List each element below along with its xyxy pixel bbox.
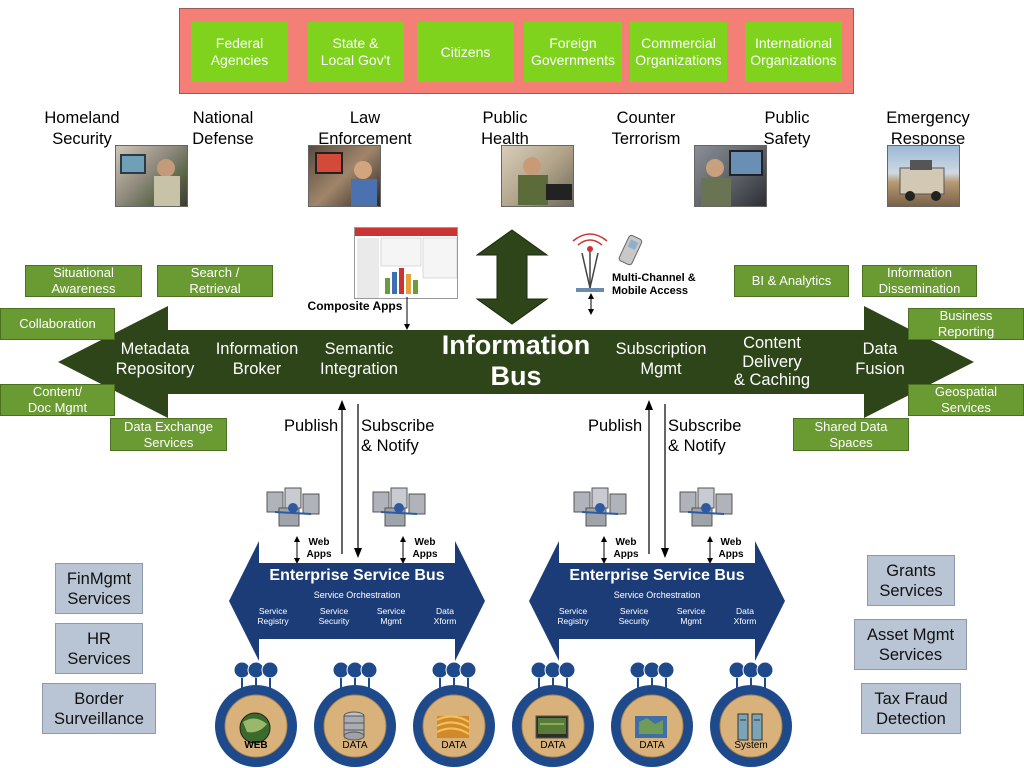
stakeholder-state-local-gov: State & Local Gov't xyxy=(307,22,404,82)
web-apps-connector xyxy=(601,536,607,564)
bus-semantic-integration: Semantic Integration xyxy=(320,340,398,378)
mission-public-safety: Public Safety xyxy=(763,109,811,148)
esb-title-left: Enterprise Service Bus xyxy=(269,567,445,584)
public-health-photo xyxy=(501,145,574,207)
web-apps-connector xyxy=(400,536,406,564)
web-apps-label: Web Apps xyxy=(613,537,639,560)
data-node xyxy=(611,661,693,767)
mission-counter-terrorism: Counter Terrorism xyxy=(611,109,681,148)
enterprise-service-bus-right xyxy=(529,541,785,661)
data-node-label: DATA xyxy=(342,740,368,751)
esb-service-mgmt-left: Service Mgmt xyxy=(376,606,406,626)
system-node-label: System xyxy=(734,740,768,751)
service-bi-analytics: BI & Analytics xyxy=(734,265,849,297)
web-apps-connector xyxy=(707,536,713,564)
service-content-doc-mgmt: Content/ Doc Mgmt xyxy=(0,384,115,416)
service-situational-awareness: Situational Awareness xyxy=(25,265,142,297)
publish-label-right: Publish xyxy=(588,417,643,435)
esb-data-xform-left: Data Xform xyxy=(433,606,457,626)
esb-orchestration-left: Service Orchestration xyxy=(313,590,401,600)
multichannel-icons xyxy=(572,233,643,315)
hr-services-box: HR Services xyxy=(55,623,143,674)
composite-apps-label: Composite Apps xyxy=(307,299,403,313)
data-node xyxy=(512,661,594,767)
stakeholder-foreign-governments: Foreign Governments xyxy=(524,22,622,82)
stakeholder-banner: Federal Agencies State & Local Gov't Cit… xyxy=(179,8,854,94)
subscribe-label-right: Subscribe & Notify xyxy=(668,417,742,455)
server-cluster-icon xyxy=(679,487,733,527)
service-business-reporting: Business Reporting xyxy=(908,308,1024,340)
esb-service-registry-right: Service Registry xyxy=(557,606,589,626)
pubsub-arrows-right xyxy=(645,400,669,558)
bus-information-broker: Information Broker xyxy=(215,340,299,378)
finmgmt-services-box: FinMgmt Services xyxy=(55,563,143,614)
tax-fraud-detection-box: Tax Fraud Detection xyxy=(861,683,961,734)
esb-service-security-left: Service Security xyxy=(318,606,350,626)
service-collaboration: Collaboration xyxy=(0,308,115,340)
stakeholder-citizens: Citizens xyxy=(417,22,514,82)
mobile-phone-icon xyxy=(618,234,643,266)
radio-tower-icon xyxy=(572,233,608,292)
bus-data-fusion: Data Fusion xyxy=(855,340,905,378)
web-node xyxy=(215,661,297,767)
server-cluster-icon xyxy=(372,487,426,527)
web-apps-label: Web Apps xyxy=(306,537,332,560)
multichannel-label: Multi-Channel & Mobile Access xyxy=(612,272,696,297)
public-safety-photo xyxy=(694,145,767,207)
bus-subscription-mgmt: Subscription Mgmt xyxy=(615,340,707,378)
web-apps-label: Web Apps xyxy=(718,537,744,560)
stakeholder-federal-agencies: Federal Agencies xyxy=(191,22,288,82)
esb-orchestration-right: Service Orchestration xyxy=(613,590,701,600)
mission-emergency-response: Emergency Response xyxy=(886,109,970,148)
web-apps-label: Web Apps xyxy=(412,537,438,560)
server-cluster-icon xyxy=(266,487,320,527)
data-node xyxy=(413,661,495,767)
mission-homeland-security: Homeland Security xyxy=(44,109,120,148)
enterprise-service-bus-left xyxy=(229,541,485,661)
information-bus-title: Information Bus xyxy=(441,330,591,391)
mission-national-defense: National Defense xyxy=(192,109,254,148)
service-shared-data-spaces: Shared Data Spaces xyxy=(793,418,909,451)
bus-content-delivery-caching: Content Delivery & Caching xyxy=(733,334,811,389)
esb-service-mgmt-right: Service Mgmt xyxy=(676,606,706,626)
stakeholder-commercial-organizations: Commercial Organizations xyxy=(630,22,727,82)
web-node-label: WEB xyxy=(244,740,268,751)
data-node-label: DATA xyxy=(441,740,467,751)
service-data-exchange: Data Exchange Services xyxy=(110,418,227,451)
subscribe-label-left: Subscribe & Notify xyxy=(361,417,435,455)
stakeholder-international-organizations: International Organizations xyxy=(745,22,842,82)
server-cluster-icon xyxy=(573,487,627,527)
data-node-label: DATA xyxy=(639,740,665,751)
esb-data-xform-right: Data Xform xyxy=(733,606,757,626)
data-node-label: DATA xyxy=(540,740,566,751)
border-surveillance-box: Border Surveillance xyxy=(42,683,156,734)
publish-label-left: Publish xyxy=(284,417,339,435)
system-node xyxy=(710,661,792,767)
composite-apps-connector xyxy=(404,297,410,330)
bus-metadata-repository: Metadata Repository xyxy=(115,340,195,378)
service-geospatial: Geospatial Services xyxy=(908,384,1024,416)
grants-services-box: Grants Services xyxy=(867,555,955,606)
emergency-response-photo xyxy=(887,145,960,207)
service-information-dissemination: Information Dissemination xyxy=(862,265,977,297)
homeland-security-photo xyxy=(115,145,188,207)
service-search-retrieval: Search / Retrieval xyxy=(157,265,273,297)
information-bus-arrow xyxy=(58,306,974,418)
esb-service-security-right: Service Security xyxy=(618,606,650,626)
law-enforcement-photo xyxy=(308,145,381,207)
esb-service-registry-left: Service Registry xyxy=(257,606,289,626)
asset-mgmt-services-box: Asset Mgmt Services xyxy=(854,619,967,670)
information-bus-vertical-arrow xyxy=(476,229,549,325)
web-apps-connector xyxy=(294,536,300,564)
esb-title-right: Enterprise Service Bus xyxy=(569,567,745,584)
mission-public-health: Public Health xyxy=(481,109,529,148)
mission-law-enforcement: Law Enforcement xyxy=(318,109,412,148)
pubsub-arrows-left xyxy=(338,400,362,558)
composite-apps-screenshot xyxy=(354,227,458,299)
data-node xyxy=(314,661,396,767)
